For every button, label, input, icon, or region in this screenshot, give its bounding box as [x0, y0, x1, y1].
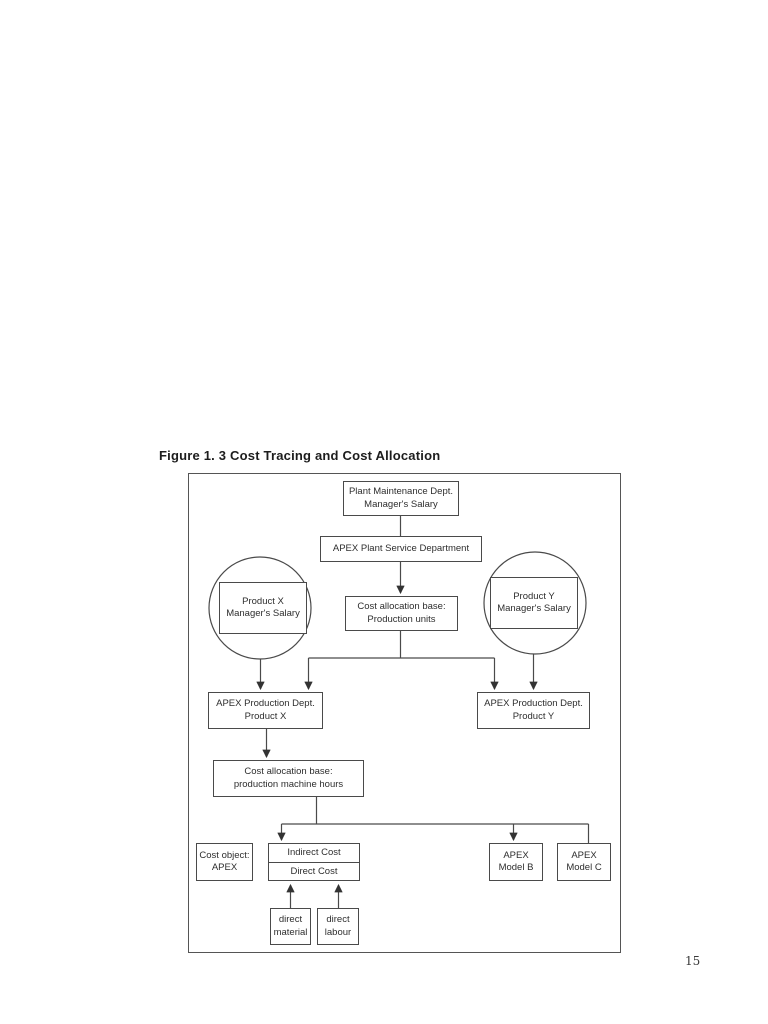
node-apex-plant-service: APEX Plant Service Department — [320, 536, 482, 562]
node-direct-cost: Direct Cost — [290, 865, 338, 877]
node-apex-model-c: APEX Model C — [557, 843, 611, 881]
link-machinehours-split — [281, 797, 589, 825]
node-product-y-salary: Product Y Manager's Salary — [490, 577, 578, 629]
node-direct-labour: direct labour — [317, 908, 359, 945]
node-cost-alloc-machine: Cost allocation base: production machine… — [213, 760, 364, 797]
node-cost-alloc-units: Cost allocation base: Production units — [345, 596, 458, 631]
node-plant-maintenance: Plant Maintenance Dept. Manager's Salary — [343, 481, 459, 516]
node-apex-prod-y: APEX Production Dept. Product Y — [477, 692, 590, 729]
link-allocbase-split — [308, 631, 495, 659]
node-product-x-salary: Product X Manager's Salary — [219, 582, 307, 634]
diagram-frame — [188, 473, 621, 953]
node-cost-types: Indirect Cost Direct Cost — [268, 843, 360, 881]
node-cost-object: Cost object: APEX — [196, 843, 253, 881]
node-indirect-cost: Indirect Cost — [269, 844, 359, 863]
page-number: 15 — [685, 954, 701, 968]
node-direct-material: direct material — [270, 908, 311, 945]
product-y-circle — [483, 551, 587, 655]
node-apex-prod-x: APEX Production Dept. Product X — [208, 692, 323, 729]
node-apex-model-b: APEX Model B — [489, 843, 543, 881]
figure-caption: Figure 1. 3 Cost Tracing and Cost Alloca… — [159, 448, 441, 463]
